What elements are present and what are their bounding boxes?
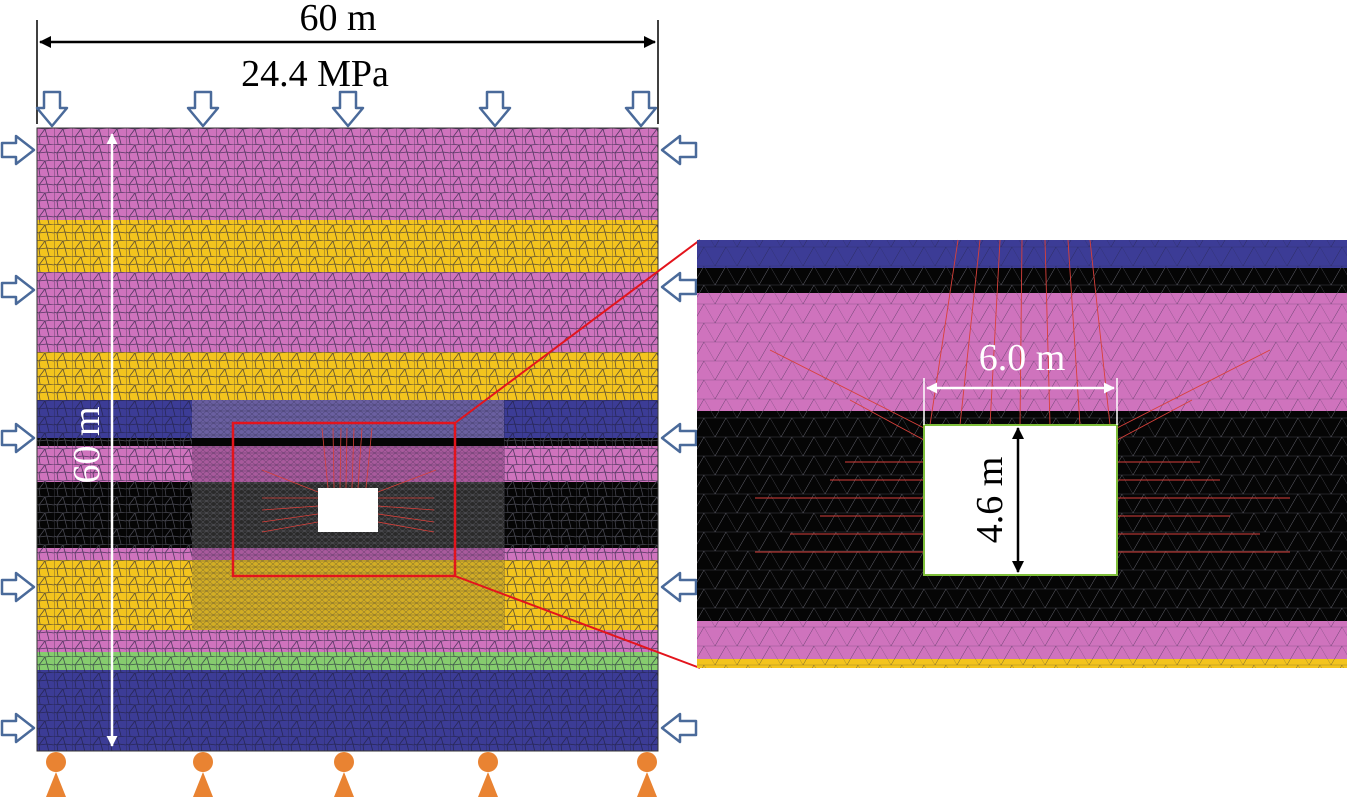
roadway-opening-small	[318, 488, 378, 532]
hollow-arrow-icon	[35, 90, 69, 128]
hollow-arrow-icon	[660, 271, 698, 303]
pin-support-icon	[478, 752, 498, 797]
model-height-dimension: 60 m	[66, 133, 118, 747]
detail-frame	[231, 421, 457, 578]
top-load-arrows	[35, 90, 658, 128]
bolts-detail	[755, 239, 1290, 553]
pin-support-icon	[637, 752, 657, 797]
hollow-arrow-icon	[0, 274, 36, 306]
hollow-arrow-icon	[660, 422, 698, 454]
zoomed-detail: 6.0 m 4.6 m	[697, 239, 1347, 668]
hollow-arrow-icon	[660, 571, 698, 603]
roadway-height-dimension: 4.6 m	[969, 427, 1024, 573]
coarse-mesh	[37, 128, 658, 438]
zoom-line-bottom	[454, 575, 701, 669]
hollow-arrow-icon	[660, 134, 698, 166]
hollow-arrow-icon	[0, 712, 36, 744]
hollow-arrow-icon	[0, 422, 36, 454]
left-model	[36, 127, 659, 752]
roadway-width-label: 6.0 m	[979, 337, 1066, 379]
top-pressure-label: 24.4 MPa	[241, 53, 389, 95]
roadway-height-label: 4.6 m	[969, 457, 1011, 544]
roadway-width-dimension: 6.0 m	[923, 337, 1118, 425]
bolts-small	[261, 427, 437, 533]
model-width-dimension: 60 m	[36, 0, 659, 124]
model-height-label: 60 m	[66, 406, 108, 483]
bottom-supports	[46, 752, 657, 797]
hollow-arrow-icon	[478, 90, 512, 128]
pin-support-icon	[46, 752, 66, 797]
zoom-line-top	[454, 239, 701, 424]
hollow-arrow-icon	[0, 134, 36, 166]
hollow-arrow-icon	[0, 571, 36, 603]
hollow-arrow-icon	[186, 90, 220, 128]
roadway-opening	[923, 424, 1118, 576]
right-load-arrows	[660, 134, 698, 744]
pin-support-icon	[334, 752, 354, 797]
hollow-arrow-icon	[624, 90, 658, 128]
pin-support-icon	[193, 752, 213, 797]
hollow-arrow-icon	[660, 712, 698, 744]
left-load-arrows	[0, 134, 36, 744]
hollow-arrow-icon	[331, 90, 365, 128]
model-width-label: 60 m	[299, 0, 376, 39]
